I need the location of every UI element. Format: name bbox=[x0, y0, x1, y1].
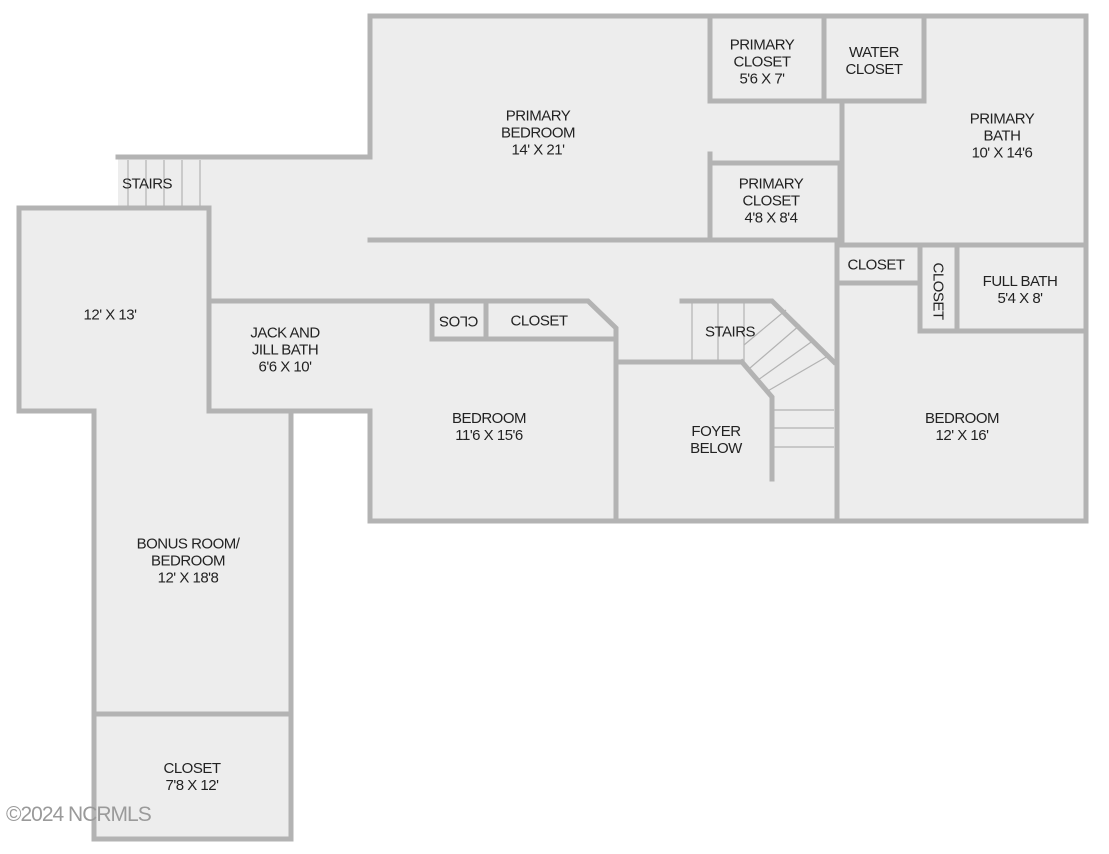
floor-fill bbox=[19, 16, 1086, 839]
label-stairs-top: STAIRS bbox=[121, 175, 173, 193]
label-bedroom-right: BEDROOM 12' X 16' bbox=[924, 410, 1000, 444]
label-closet-right: CLOSET bbox=[847, 256, 905, 274]
label-bonus-room: BONUS ROOM/ BEDROOM 12' X 18'8 bbox=[136, 535, 240, 587]
label-bedroom-middle: BEDROOM 11'6 X 15'6 bbox=[451, 410, 527, 444]
label-primary-bedroom: PRIMARY BEDROOM 14' X 21' bbox=[500, 107, 576, 159]
label-primary-closet-top: PRIMARY CLOSET 5'6 X 7' bbox=[729, 36, 795, 88]
label-stairs-main: STAIRS bbox=[704, 323, 756, 341]
label-foyer-below: FOYER BELOW bbox=[690, 423, 742, 457]
label-jack-jill-bath: JACK AND JILL BATH 6'6 X 10' bbox=[250, 324, 320, 376]
copyright-watermark: ©2024 NCRMLS bbox=[6, 803, 152, 826]
stair-treads bbox=[127, 160, 834, 448]
label-closet-hall: CLOSET bbox=[510, 312, 568, 330]
label-full-bath: FULL BATH 5'4 X 8' bbox=[982, 273, 1058, 307]
label-primary-bath: PRIMARY BATH 10' X 14'6 bbox=[969, 110, 1035, 162]
label-closet-bottom: CLOSET 7'8 X 12' bbox=[163, 760, 221, 794]
label-clos: CLOS bbox=[439, 312, 479, 330]
label-primary-closet-bottom: PRIMARY CLOSET 4'8 X 8'4 bbox=[738, 175, 804, 227]
walls bbox=[16, 13, 1089, 842]
label-room-12x13: 12' X 13' bbox=[83, 306, 137, 324]
label-closet-vertical: CLOSET bbox=[929, 262, 947, 320]
label-water-closet: WATER CLOSET bbox=[845, 44, 903, 78]
